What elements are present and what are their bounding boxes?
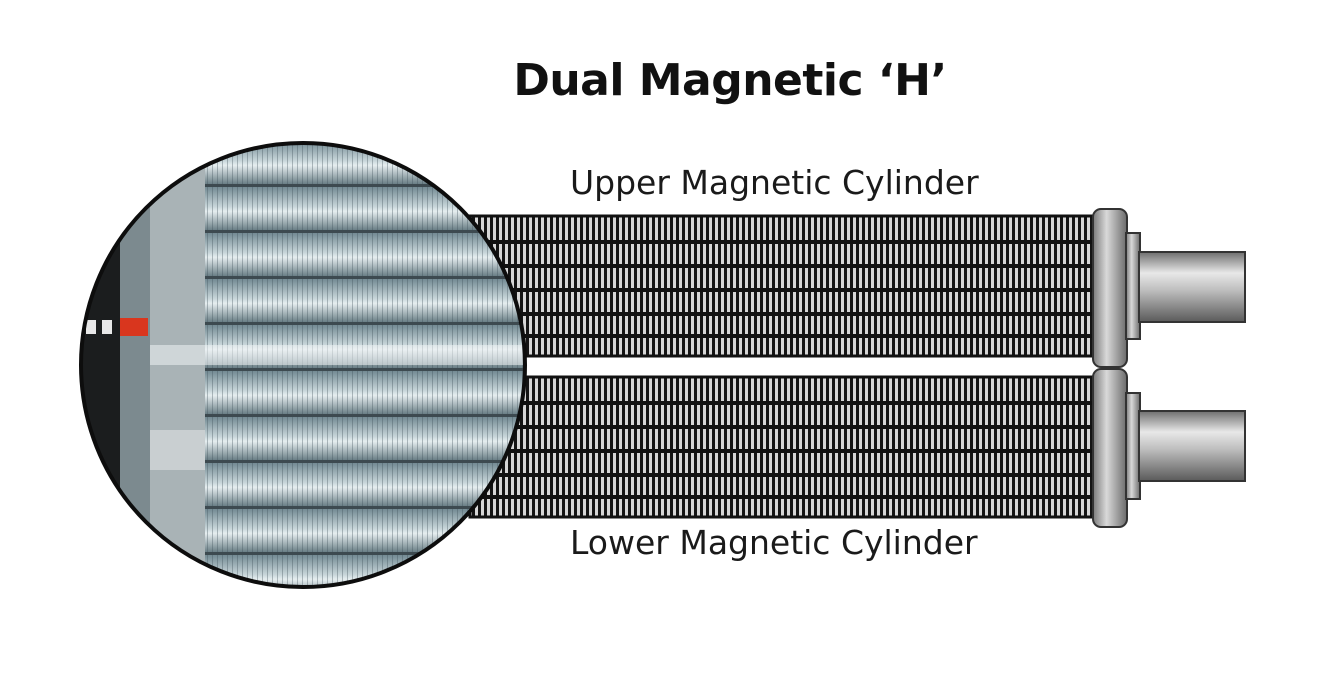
lower-shaft [1138,410,1246,482]
upper-cylinder-label: Upper Magnetic Cylinder [570,163,979,202]
lower-cylinder [468,375,1097,519]
magnified-cylinder-photo [81,143,525,587]
lower-end-cap [1092,368,1141,528]
diagram-title: Dual Magnetic ‘H’ [513,55,947,106]
upper-end-cap [1092,208,1141,368]
upper-cylinder [468,214,1097,358]
lower-cylinder-label: Lower Magnetic Cylinder [570,523,978,562]
upper-shaft [1138,251,1246,323]
